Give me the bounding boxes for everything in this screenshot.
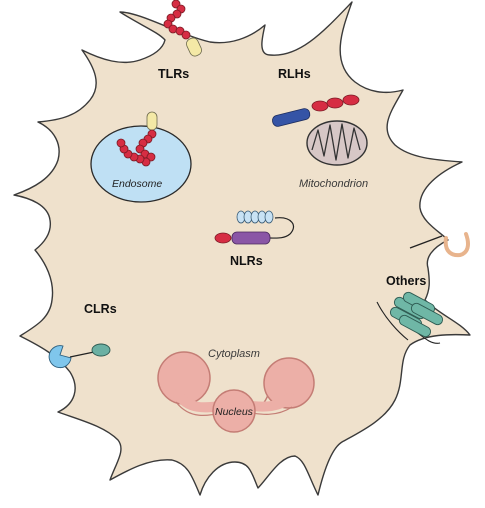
others-hook-receptor	[409, 232, 470, 258]
rlh-receptor	[272, 94, 360, 127]
cytoplasm-label: Cytoplasm	[208, 348, 260, 360]
tlr-membrane-receptor	[163, 0, 202, 57]
clr-receptor	[48, 343, 111, 369]
rlhs-label: RLHs	[278, 67, 311, 81]
mitochondrion-label: Mitochondrion	[299, 178, 368, 190]
tlrs-label: TLRs	[158, 67, 189, 81]
others-label: Others	[386, 274, 426, 288]
endosome-label: Endosome	[112, 178, 162, 190]
ion-channel	[376, 291, 444, 344]
nlrs-label: NLRs	[230, 254, 263, 268]
endosome	[90, 111, 192, 203]
nucleus-label: Nucleus	[215, 406, 254, 418]
nucleus	[157, 351, 315, 433]
nlr-receptor	[214, 210, 295, 245]
mitochondrion	[306, 120, 368, 166]
clrs-label: CLRs	[84, 302, 117, 316]
